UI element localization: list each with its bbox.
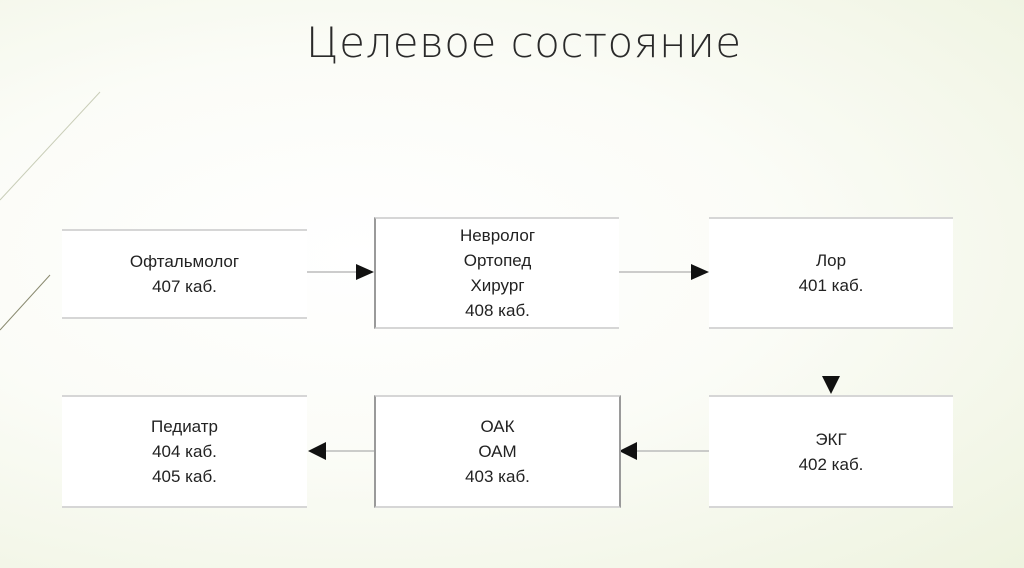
box-line: 404 каб. bbox=[152, 442, 217, 461]
box-line: 408 каб. bbox=[465, 301, 530, 320]
box-line: 401 каб. bbox=[798, 276, 864, 295]
box-line: Хирург bbox=[470, 276, 525, 295]
step-lab-tests: ОАК ОАМ 403 каб. bbox=[374, 395, 621, 508]
step-ent: Лор 401 каб. bbox=[709, 217, 953, 329]
box-line: ОАМ bbox=[478, 442, 517, 461]
step-neurologist: Невролог Ортопед Хирург 408 каб. bbox=[374, 217, 619, 329]
step-ophthalmologist: Офтальмолог 407 каб. bbox=[62, 229, 307, 319]
step-ecg: ЭКГ 402 каб. bbox=[709, 395, 953, 508]
box-line: 402 каб. bbox=[798, 454, 864, 474]
box-line: Невролог bbox=[459, 226, 536, 245]
box-line: 405 каб. bbox=[152, 467, 217, 486]
box-line: Педиатр bbox=[150, 417, 219, 436]
slide-title: Целевое состояние bbox=[306, 18, 742, 67]
arrow-head-left bbox=[308, 442, 326, 460]
box-line: 407 каб. bbox=[152, 277, 217, 296]
box-line: Ортопед bbox=[463, 251, 532, 270]
decor-line bbox=[0, 91, 101, 201]
decor-line bbox=[0, 274, 51, 331]
box-line: Офтальмолог bbox=[129, 252, 240, 271]
box-line: Лор bbox=[815, 251, 847, 270]
box-line: ЭКГ bbox=[815, 429, 847, 449]
box-line: ОАК bbox=[480, 417, 515, 436]
arrow-head-left bbox=[619, 442, 637, 460]
box-line: 403 каб. bbox=[465, 467, 530, 486]
arrow-head-down bbox=[822, 376, 840, 394]
arrow-head-right bbox=[691, 264, 709, 280]
arrow-head-right bbox=[356, 264, 374, 280]
step-pediatrician: Педиатр 404 каб. 405 каб. bbox=[62, 395, 307, 508]
